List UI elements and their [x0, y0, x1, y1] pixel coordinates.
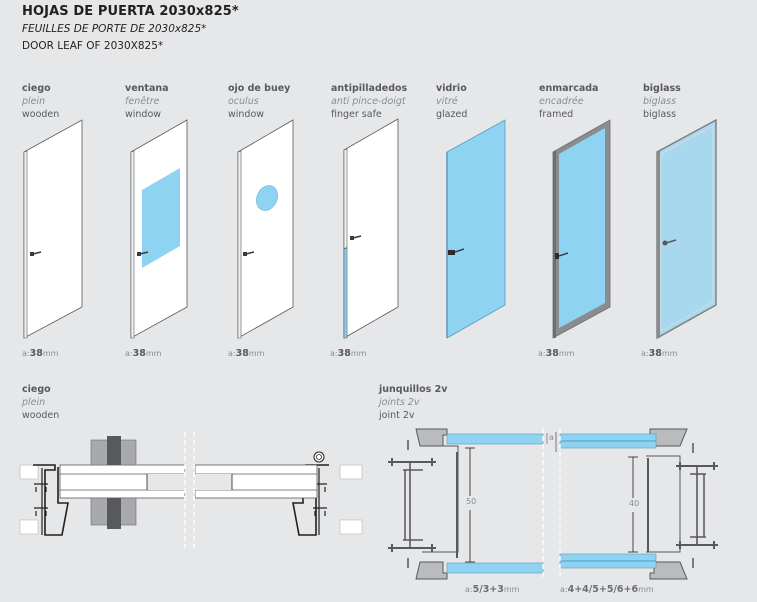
door-label-antipilladedos: antipilladedos anti pince-doigt finger s… [331, 82, 407, 121]
label-en: window [125, 109, 162, 120]
label-en: glazed [436, 109, 468, 120]
door-ciego-illustration [23, 119, 83, 339]
door-handle-icon [665, 239, 677, 244]
door-label-ojo-de-buey: ojo de buey oculus window [228, 82, 290, 121]
section-ciego-drawing [19, 430, 363, 550]
title-english: DOOR LEAF OF 2030X825* [22, 40, 164, 52]
thk-prefix: a: [228, 349, 236, 358]
title-spanish: HOJAS DE PUERTA 2030x825* [22, 4, 239, 19]
label-fr: fenêtre [125, 96, 160, 107]
door-label-biglass: biglass biglass biglass [643, 82, 681, 121]
door-label-enmarcada: enmarcada encadrée framed [539, 82, 598, 121]
glass-unit: mm [638, 585, 654, 594]
title-french: FEUILLES DE PORTE DE 2030x825* [22, 23, 207, 35]
thk-unit: mm [145, 349, 162, 358]
label-fr: plein [22, 96, 46, 107]
glass-lock-icon [448, 250, 455, 255]
label-es: junquillos 2v [379, 384, 448, 395]
glass-value: 5/3+3 [472, 584, 504, 595]
door-handle-icon [558, 252, 569, 257]
section-junquillos-drawing [388, 428, 718, 580]
label-fr: encadrée [539, 96, 584, 107]
glass-thickness-left: a:5/3+3mm [465, 584, 519, 595]
glass-prefix: a: [465, 585, 473, 594]
thickness-enmarcada: a:38mm [538, 348, 574, 359]
glass-value: 4+4/5+5/6+6 [567, 584, 639, 595]
label-fr: plein [22, 397, 46, 408]
thk-unit: mm [42, 349, 59, 358]
thk-value: 38 [337, 348, 351, 359]
glass-pane [446, 433, 544, 445]
glass-pane [446, 562, 544, 574]
label-en: biglass [643, 109, 677, 120]
label-fr: vitré [436, 96, 458, 107]
label-es: antipilladedos [331, 83, 408, 94]
label-en: framed [539, 109, 574, 120]
label-fr: oculus [228, 96, 259, 107]
thk-prefix: a: [641, 349, 649, 358]
thk-unit: mm [248, 349, 265, 358]
thickness-ciego: a:38mm [22, 348, 58, 359]
label-fr: biglass [643, 96, 677, 107]
thk-prefix: a: [22, 349, 30, 358]
label-en: window [228, 109, 265, 120]
label-es: enmarcada [539, 83, 599, 94]
section-label-ciego: ciego plein wooden [22, 383, 59, 422]
door-label-ciego: ciego plein wooden [22, 82, 59, 121]
thk-value: 38 [29, 348, 43, 359]
gap-label: a [549, 433, 554, 442]
thk-prefix: a: [125, 349, 133, 358]
door-enmarcada-illustration [552, 119, 611, 339]
thickness-ventana: a:38mm [125, 348, 161, 359]
dimension-50: 50 [466, 497, 477, 506]
door-antipilladedos-illustration [343, 118, 399, 339]
label-es: biglass [643, 83, 681, 94]
page-header: HOJAS DE PUERTA 2030x825* FEUILLES DE PO… [22, 3, 239, 55]
thk-value: 38 [545, 348, 559, 359]
thickness-biglass: a:38mm [641, 348, 677, 359]
thk-unit: mm [558, 349, 575, 358]
door-ojo-de-buey-illustration [237, 119, 294, 339]
thk-value: 38 [132, 348, 146, 359]
label-en: joint 2v [379, 410, 415, 421]
oculus-glass [256, 185, 278, 211]
door-biglass-illustration [656, 118, 717, 340]
glass-prefix: a: [560, 585, 568, 594]
label-es: ventana [125, 83, 169, 94]
label-es: ojo de buey [228, 83, 291, 94]
glass-thickness-right: a:4+4/5+5/6+6mm [560, 584, 654, 595]
label-fr: anti pince-doigt [331, 96, 406, 107]
label-es: vidrio [436, 83, 467, 94]
thickness-antipilladedos: a:38mm [330, 348, 366, 359]
door-vidrio-illustration [446, 119, 506, 339]
label-en: wooden [22, 109, 60, 120]
window-glass [142, 168, 180, 268]
label-fr: joints 2v [379, 397, 420, 408]
thk-unit: mm [661, 349, 678, 358]
glass-unit: mm [503, 585, 520, 594]
section-label-junquillos: junquillos 2v joints 2v joint 2v [379, 383, 447, 422]
thickness-ojo-de-buey: a:38mm [228, 348, 264, 359]
door-ventana-illustration [130, 119, 188, 339]
label-en: wooden [22, 410, 60, 421]
thk-prefix: a: [330, 349, 338, 358]
thk-prefix: a: [538, 349, 546, 358]
door-label-ventana: ventana fenêtre window [125, 82, 169, 121]
thk-unit: mm [350, 349, 367, 358]
thk-value: 38 [235, 348, 249, 359]
dimension-40: 40 [629, 499, 640, 508]
label-es: ciego [22, 384, 51, 395]
label-es: ciego [22, 83, 51, 94]
thk-value: 38 [648, 348, 662, 359]
label-en: finger safe [331, 109, 382, 120]
finger-guard [343, 247, 348, 339]
door-label-vidrio: vidrio vitré glazed [436, 82, 467, 121]
